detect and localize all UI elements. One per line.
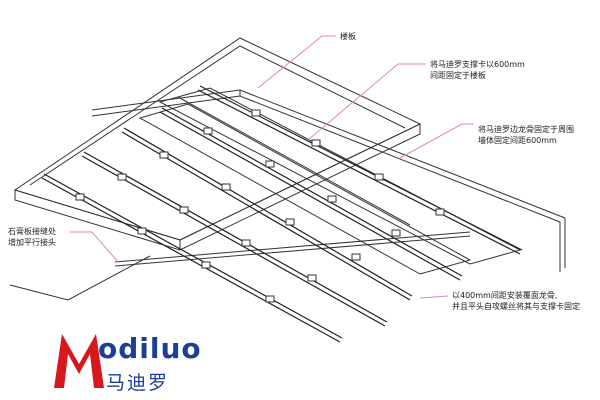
label-board-joint-line1: 石膏板接缝处: [8, 227, 56, 236]
label-edge-channel-line2: 墙体固定间距600mm: [478, 136, 557, 145]
clip: [201, 261, 211, 269]
support-clips: [75, 109, 445, 303]
edge-channel: [177, 96, 411, 226]
channels: [41, 85, 523, 343]
leader-edge: [399, 123, 474, 159]
label-board-joint-line2: 增加平行接头: [8, 238, 56, 247]
label-support-clip-line2: 间距固定于楼板: [430, 71, 486, 80]
label-main-channel-line1: 以400mm间距安装覆面龙骨,: [452, 291, 558, 300]
channel-2: [138, 103, 472, 275]
clip: [265, 160, 275, 168]
modiluo-logo: odiluo 马迪罗: [52, 330, 212, 394]
clip: [435, 208, 445, 216]
clip: [75, 193, 85, 201]
label-edge-channel-line1: 将马迪罗边龙骨固定于周围: [478, 125, 574, 134]
clip: [241, 239, 251, 247]
label-main-channel: 以400mm间距安装覆面龙骨, 并且平头自攻螺丝将其与支撑卡固定: [452, 290, 580, 312]
clip: [391, 229, 401, 237]
channel-1: [158, 87, 522, 265]
clip: [179, 206, 189, 214]
leader-board: [70, 231, 119, 263]
leader-main: [419, 295, 449, 299]
clip: [307, 274, 317, 282]
perimeter-wall: [91, 89, 566, 272]
clip: [265, 295, 275, 303]
clip: [159, 151, 169, 159]
leader-slab: [257, 35, 336, 89]
clip: [311, 139, 321, 147]
label-board-joint: 石膏板接缝处 增加平行接头: [8, 226, 56, 248]
clip: [285, 218, 295, 226]
leader-lines: [70, 35, 474, 299]
logo-letter-m: [54, 334, 104, 388]
label-slab: 楼板: [340, 32, 356, 41]
clip: [327, 195, 337, 203]
logo-wordmark: odiluo: [98, 332, 202, 365]
label-support-clip-line1: 将马迪罗支撑卡以600mm: [430, 60, 525, 69]
logo-chinese: 马迪罗: [106, 372, 170, 394]
leader-clip: [307, 63, 426, 141]
label-edge-channel: 将马迪罗边龙骨固定于周围 墙体固定间距600mm: [478, 124, 574, 146]
clip: [374, 173, 384, 181]
clip: [221, 183, 231, 191]
label-main-channel-line2: 并且平头自攻螺丝将其与支撑卡固定: [452, 302, 580, 311]
plasterboard: [9, 255, 151, 301]
label-support-clip: 将马迪罗支撑卡以600mm 间距固定于楼板: [430, 59, 525, 81]
clip: [117, 173, 127, 181]
clip: [251, 109, 261, 117]
parallel-joint: [114, 231, 471, 267]
clip: [351, 253, 361, 261]
furring-channels: [138, 87, 522, 275]
clip: [137, 227, 147, 235]
clip: [203, 127, 213, 135]
